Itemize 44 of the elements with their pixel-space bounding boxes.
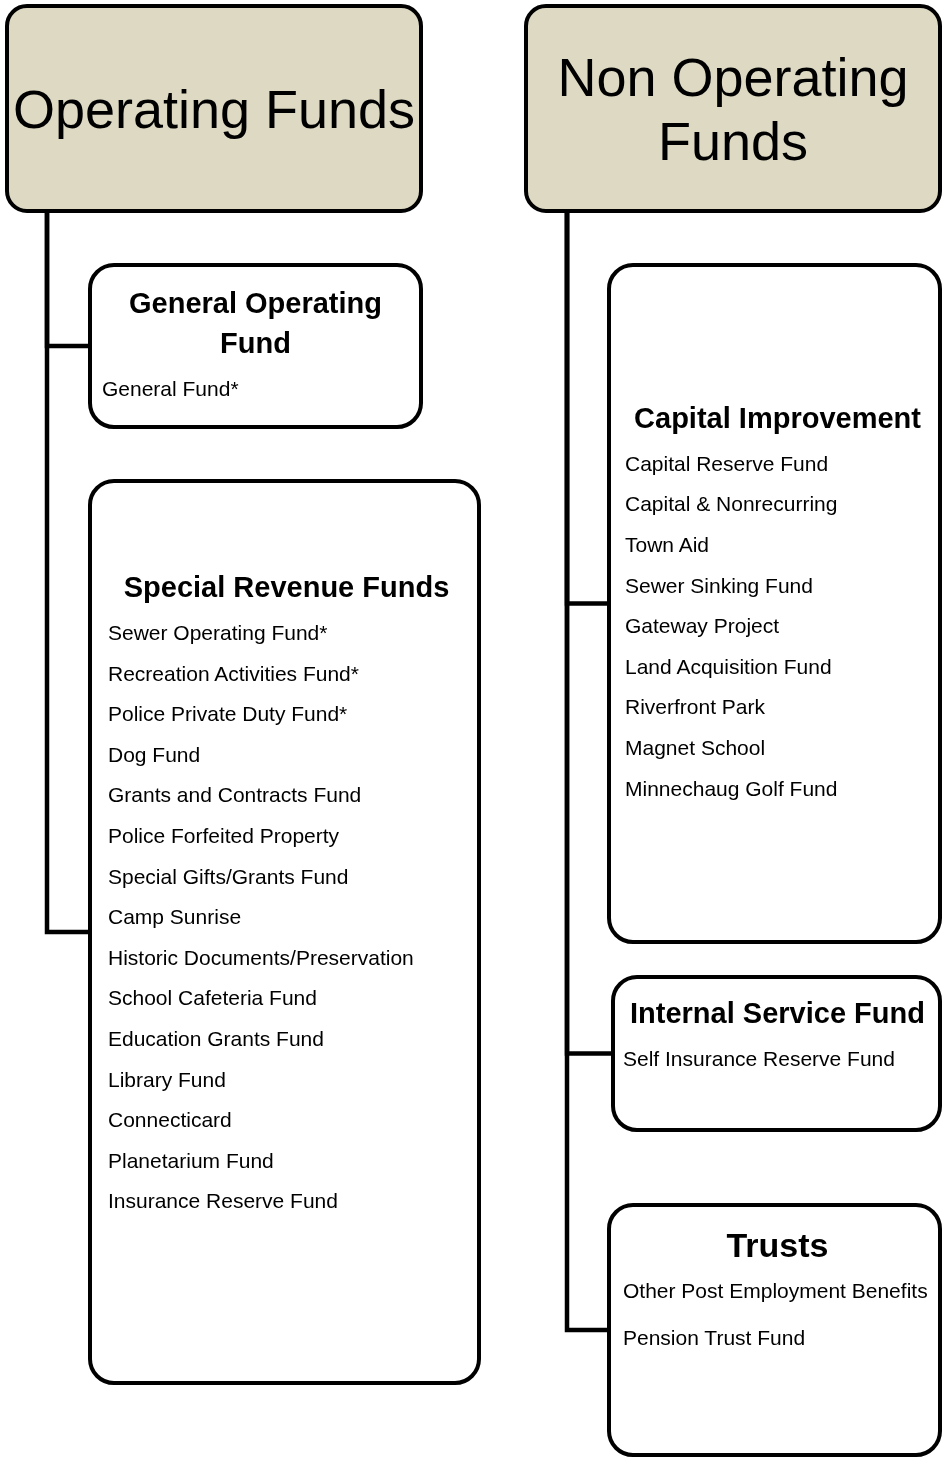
group-heading: Trusts xyxy=(725,1225,830,1265)
category-title: Operating Funds xyxy=(12,77,416,141)
fund-group-box xyxy=(607,1203,942,1457)
fund-name: Library Fund xyxy=(108,1066,227,1093)
category-header-box xyxy=(5,4,423,213)
fund-name: Historic Documents/Preservation xyxy=(108,944,415,971)
fund-name: Recreation Activities Fund* xyxy=(108,660,360,687)
fund-name: Sewer Sinking Fund xyxy=(625,572,814,599)
connector-line xyxy=(44,213,88,935)
fund-group-box xyxy=(611,975,942,1132)
fund-name: Capital Reserve Fund xyxy=(625,450,830,477)
fund-name: Town Aid xyxy=(625,532,711,558)
fund-name: Riverfront Park xyxy=(625,694,767,721)
fund-name: Police Forfeited Property xyxy=(108,822,341,849)
fund-name: General Fund* xyxy=(102,376,240,402)
fund-group-box xyxy=(607,263,942,944)
group-heading: Special Revenue Funds xyxy=(122,570,451,605)
fund-name: Capital & Nonrecurring xyxy=(625,491,839,518)
fund-name: School Cafeteria Fund xyxy=(108,985,318,1012)
fund-name: Self Insurance Reserve Fund xyxy=(623,1046,896,1072)
fund-name: Sewer Operating Fund* xyxy=(108,620,329,646)
fund-name: Other Post Employment Benefits xyxy=(623,1278,929,1304)
fund-name: Dog Fund xyxy=(108,741,202,768)
fund-name: Gateway Project xyxy=(625,613,781,640)
group-heading: Internal Service Fund xyxy=(629,996,926,1031)
group-heading: General Operating Fund xyxy=(128,286,383,361)
fund-name: Connecticard xyxy=(108,1107,233,1134)
category-title: Non Operating Funds xyxy=(556,45,910,173)
group-heading: Capital Improvement xyxy=(633,400,922,436)
fund-name: Insurance Reserve Fund xyxy=(108,1188,339,1215)
fund-name: Planetarium Fund xyxy=(108,1147,275,1174)
fund-name: Pension Trust Fund xyxy=(623,1324,807,1351)
fund-name: Magnet School xyxy=(625,735,767,761)
connector-line xyxy=(564,213,607,1333)
fund-group-box xyxy=(88,263,423,429)
category-header-box xyxy=(524,4,942,213)
fund-name: Minnechaug Golf Fund xyxy=(625,775,839,802)
fund-name: Special Gifts/Grants Fund xyxy=(108,863,350,890)
fund-name: Camp Sunrise xyxy=(108,904,243,931)
fund-name: Police Private Duty Fund* xyxy=(108,701,349,728)
fund-name: Education Grants Fund xyxy=(108,1025,325,1052)
fund-group-box xyxy=(88,479,481,1385)
fund-name: Land Acquisition Fund xyxy=(625,653,833,680)
fund-name: Grants and Contracts Fund xyxy=(108,782,363,809)
